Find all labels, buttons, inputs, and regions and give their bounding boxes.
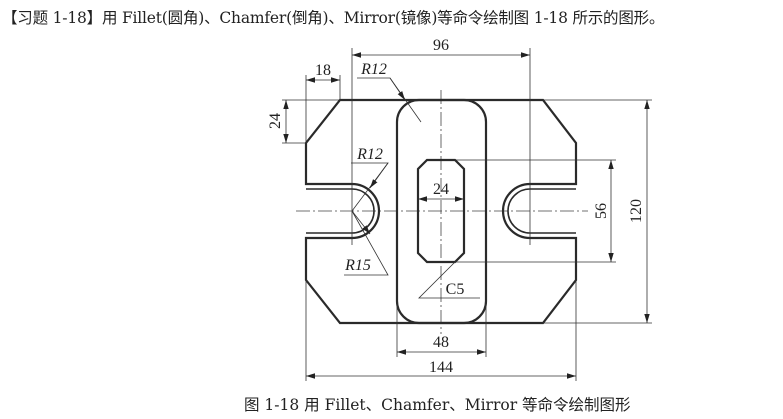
dim-24-left: 24 <box>267 113 284 129</box>
dim-120: 120 <box>628 199 645 223</box>
rounded-rectangle <box>395 98 488 325</box>
leader-arrow <box>389 77 406 101</box>
dim-24-inner: 24 <box>433 181 449 198</box>
dim-56: 56 <box>593 203 610 219</box>
dim-18: 18 <box>315 62 331 79</box>
left-slot-inner <box>306 188 375 234</box>
leader-c5 <box>418 261 480 299</box>
label-r12-slot: R12 <box>356 146 383 163</box>
dim-96: 96 <box>433 37 449 54</box>
figure-caption: 图 1-18 用 Fillet、Chamfer、Mirror 等命令绘制图形 <box>244 396 631 414</box>
dim-144: 144 <box>429 359 453 376</box>
exercise-title: 【习题 1-18】用 Fillet(圆角)、Chamfer(倒角)、Mirror… <box>2 9 665 27</box>
dim-48: 48 <box>433 334 449 351</box>
label-c5: C5 <box>446 281 465 298</box>
right-slot-inner <box>507 188 576 234</box>
leader-arrow <box>351 210 371 235</box>
label-r12-top: R12 <box>360 61 387 78</box>
label-r15-slot: R15 <box>344 257 371 274</box>
leader-arrow <box>369 162 389 189</box>
